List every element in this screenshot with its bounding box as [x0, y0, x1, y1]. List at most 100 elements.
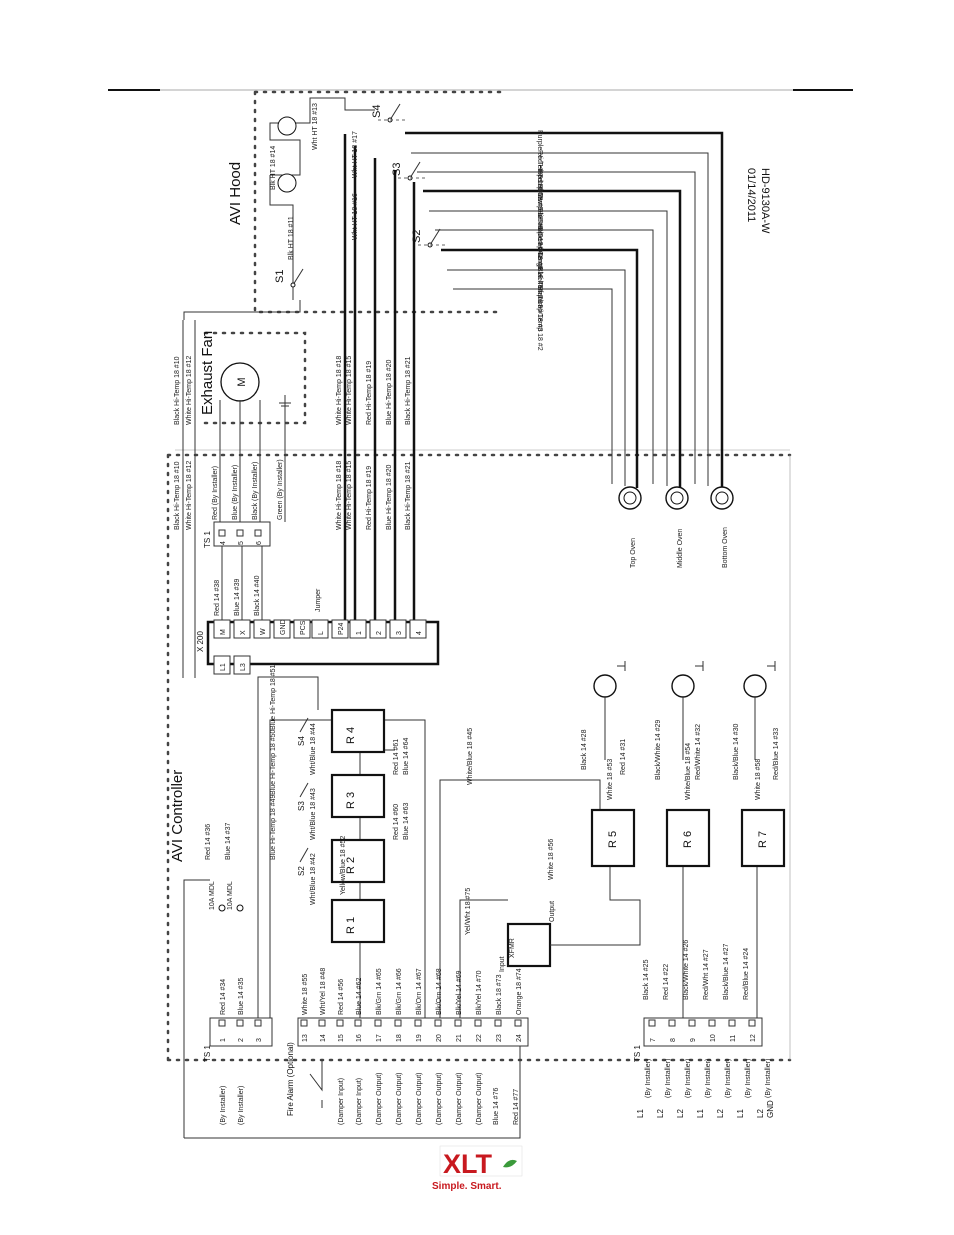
exhaust-fan-title: Exhaust Fan	[199, 331, 216, 415]
x200-terminal-label: P24	[338, 622, 345, 635]
terminal-square	[236, 529, 244, 537]
ts1-left-terminal: 2	[238, 1038, 245, 1042]
controller-wire-label: White 18 #56	[548, 839, 555, 880]
controller-switch-label: S3	[297, 801, 306, 811]
oven-label: Middle Oven	[677, 529, 684, 568]
ts1-bottom-label: TS 1	[633, 1045, 642, 1062]
harness-line	[257, 676, 319, 1018]
x200-wire-label: Blue 14 #39	[234, 579, 241, 616]
oven-feed-wire	[405, 131, 724, 488]
x200-terminal-box	[311, 619, 329, 639]
x200-terminal-label: L1	[220, 663, 227, 671]
controller-switch-label: S2	[297, 866, 306, 876]
ts1-left-wire-label: Blk/Orn 14 #67	[416, 968, 423, 1015]
hood-switch-label: S1	[274, 270, 286, 283]
oven-feed-wire	[453, 288, 613, 484]
terminal-square	[374, 1019, 382, 1027]
terminal-square	[254, 529, 262, 537]
ts1-left-label: TS 1	[203, 1045, 212, 1062]
controller-wire-label: Wht/Blue 18 #44	[310, 723, 317, 775]
hood-wire-label: Blk HT 18 #11	[288, 216, 295, 260]
x200-terminal-label: L	[318, 631, 325, 635]
oven-connector-pin-icon	[670, 491, 684, 505]
terminal-square	[474, 1019, 482, 1027]
controller-wire-label: Red 14 #60	[393, 804, 400, 840]
ts1-left-wire-label: Blk/Grn 14 #65	[376, 968, 383, 1015]
x200-terminal-label: X	[240, 630, 247, 635]
run-wire-label: Black Hi-Temp 18 #10	[174, 356, 181, 425]
ts1-left-terminal: 1	[220, 1038, 227, 1042]
ts1-left-wire-label: Blk/Yel 14 #69	[456, 970, 463, 1015]
terminal-square	[336, 1019, 344, 1027]
controller-wire-label: Yellow/Blue 18 #52	[340, 836, 347, 895]
hood-switch-label: S4	[371, 105, 383, 118]
breaker-icon	[236, 904, 244, 912]
ts1-bottom-installer: (By Installer)	[665, 1059, 672, 1098]
run-wire-label: White Hi-Temp 18 #18	[336, 356, 343, 425]
fan-wire-label: Red (By Installer)	[212, 466, 219, 520]
breaker-label: 10A MDL	[227, 881, 234, 910]
ts1-left-terminal-note: (Damper Output)	[436, 1072, 443, 1125]
ts1-left-wire-label: White 18 #55	[302, 974, 309, 1015]
run-wire-label: Red Hi-Temp 18 #19	[366, 466, 373, 530]
ts1-bottom-phase: L2	[676, 1109, 685, 1118]
ground-icon	[279, 395, 291, 407]
x200-terminal-box	[233, 655, 251, 675]
run-wire-label: White Hi-Temp 18 #15	[346, 461, 353, 530]
breaker-icon	[218, 904, 226, 912]
controller-wire-label: Black/Blue 14 #30	[733, 723, 740, 780]
ts1-left-terminal-note: (Damper Output)	[396, 1072, 403, 1125]
breaker-label: 10A MDL	[209, 881, 216, 910]
oven-wire-label: Red Hi-Temp 18 #9	[536, 150, 543, 210]
terminal-square	[708, 1019, 716, 1027]
terminal-square	[300, 1019, 308, 1027]
hood-switch-blade	[409, 161, 421, 179]
controller-switch-blade	[299, 782, 309, 798]
oven-feed-wire	[417, 171, 696, 484]
x200-terminal-box	[331, 619, 349, 639]
ts1-left-wire-label: Blk/Grn 14 #66	[396, 968, 403, 1015]
ts1-left-wire-label: Blk/Yel 14 #70	[476, 970, 483, 1015]
oven-wire-label: Black Hi-Temp 18 #3	[536, 267, 543, 332]
hood-switch-label: S2	[411, 230, 423, 243]
relay-box	[590, 808, 636, 868]
hood-wire-label: Blk HT 18 #14	[270, 146, 277, 190]
x200-terminal-box	[369, 619, 387, 639]
x200-terminal-box	[409, 619, 427, 639]
ts1-left-terminal: 23	[496, 1034, 503, 1042]
relay-box	[330, 773, 386, 819]
ts1-bottom-phase: L1	[696, 1109, 705, 1118]
controller-wire-label: Blue Hi-Temp 18 #50	[270, 730, 277, 795]
xfmr-output-label: Output	[549, 901, 556, 922]
ground-icon	[695, 661, 704, 671]
harness-line	[183, 879, 210, 1138]
terminal-square	[218, 529, 226, 537]
jumper-label: Jumper	[315, 588, 322, 612]
ts1-bottom-installer: (By Installer)	[685, 1059, 692, 1098]
relay-box	[330, 838, 386, 884]
ts1-bottom-phase: L1	[636, 1109, 645, 1118]
ts1-bottom-wire-label: Black 14 #25	[643, 959, 650, 1000]
controller-wire-label: Red 14 #31	[620, 739, 627, 775]
ts1-bottom-wire-label: Red/Blue 14 #24	[743, 948, 750, 1000]
ts1-left-wire-label: Red 14 #56	[338, 979, 345, 1015]
ts1-left-wire-label: Red 14 #34	[220, 979, 227, 1015]
terminal-square	[748, 1019, 756, 1027]
oven-wire-label: Black Hi-Temp 18 #2	[536, 286, 543, 351]
ts1-top-label: TS 1	[203, 531, 212, 548]
ts1-left-terminal-note: (Damper Output)	[456, 1072, 463, 1125]
hood-wire-label: Wht HT 18 #16	[352, 193, 359, 240]
gnd-label: GND	[766, 1100, 775, 1118]
relay-label: R 2	[345, 857, 357, 874]
x200-wire-label: Red 14 #38	[214, 580, 221, 616]
ts1-bottom-phase: L1	[736, 1109, 745, 1118]
fire-alarm-title: Fire Alarm (Optional)	[286, 1042, 295, 1116]
ts1-left-terminal: 15	[338, 1034, 345, 1042]
x200-terminal-label: M	[220, 629, 227, 635]
ts1-bottom-terminal: 7	[650, 1038, 657, 1042]
terminal-square	[454, 1019, 462, 1027]
relay-box	[665, 808, 711, 868]
relay-group	[330, 708, 786, 944]
harness-line	[439, 779, 601, 1018]
xfmr-label: XFMR	[509, 938, 516, 958]
